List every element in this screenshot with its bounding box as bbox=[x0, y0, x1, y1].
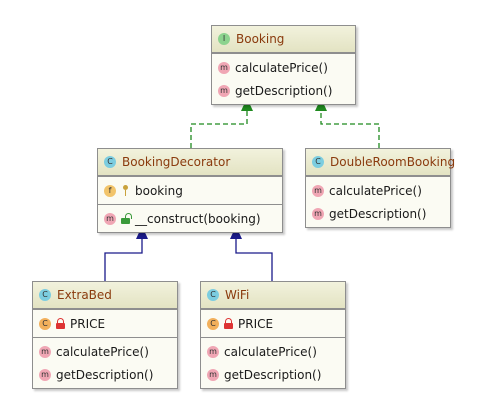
method-row[interactable]: m getDescription() bbox=[212, 79, 355, 102]
method-row[interactable]: m __construct(booking) bbox=[98, 207, 282, 230]
implements-edge-double-room bbox=[315, 98, 380, 148]
method-row[interactable]: m getDescription() bbox=[33, 363, 177, 386]
extends-edge-extrabed bbox=[104, 226, 148, 281]
class-double-room-booking[interactable]: C DoubleRoomBooking m calculatePrice() m… bbox=[305, 148, 455, 228]
constants-section: C PRICE bbox=[33, 309, 177, 337]
class-name: BookingDecorator bbox=[122, 155, 231, 169]
field-icon: f bbox=[104, 184, 116, 197]
method-icon: m bbox=[218, 61, 230, 74]
private-visibility-icon bbox=[56, 318, 65, 329]
method-label: getDescription() bbox=[235, 83, 333, 98]
field-label: booking bbox=[135, 183, 183, 198]
class-name: ExtraBed bbox=[57, 288, 112, 302]
protected-visibility-icon bbox=[121, 185, 130, 196]
constant-row[interactable]: C PRICE bbox=[201, 312, 345, 335]
method-label: calculatePrice() bbox=[329, 183, 422, 198]
method-icon: m bbox=[218, 84, 230, 97]
class-booking[interactable]: I Booking m calculatePrice() m getDescri… bbox=[211, 25, 356, 105]
method-label: getDescription() bbox=[56, 367, 154, 382]
public-visibility-icon bbox=[121, 213, 130, 224]
class-icon: C bbox=[312, 156, 324, 168]
method-label: __construct(booking) bbox=[135, 211, 261, 226]
method-row[interactable]: m calculatePrice() bbox=[201, 340, 345, 363]
class-wifi[interactable]: C WiFi C PRICE m calculatePrice() m getD… bbox=[200, 281, 346, 389]
class-header: C DoubleRoomBooking bbox=[306, 149, 455, 176]
constant-label: PRICE bbox=[70, 316, 106, 331]
class-header: C WiFi bbox=[201, 282, 345, 309]
methods-section: m calculatePrice() m getDescription() bbox=[212, 53, 355, 104]
methods-section: m calculatePrice() m getDescription() bbox=[33, 337, 177, 388]
abstract-class-icon: C bbox=[104, 156, 116, 168]
constant-icon: C bbox=[39, 317, 51, 330]
methods-section: m calculatePrice() m getDescription() bbox=[306, 176, 450, 227]
fields-section: f booking bbox=[98, 176, 282, 204]
method-icon: m bbox=[312, 184, 324, 197]
method-icon: m bbox=[312, 207, 324, 220]
implements-edge-decorator bbox=[190, 98, 253, 148]
method-label: getDescription() bbox=[224, 367, 322, 382]
method-label: calculatePrice() bbox=[56, 344, 149, 359]
method-row[interactable]: m calculatePrice() bbox=[306, 179, 450, 202]
methods-section: m __construct(booking) bbox=[98, 204, 282, 232]
extends-edge-wifi bbox=[230, 226, 273, 281]
method-row[interactable]: m calculatePrice() bbox=[212, 56, 355, 79]
method-label: getDescription() bbox=[329, 206, 427, 221]
method-row[interactable]: m getDescription() bbox=[201, 363, 345, 386]
class-name: Booking bbox=[236, 32, 285, 46]
interface-icon: I bbox=[218, 33, 230, 45]
method-icon: m bbox=[39, 345, 51, 358]
method-row[interactable]: m getDescription() bbox=[306, 202, 450, 225]
class-header: C BookingDecorator bbox=[98, 149, 282, 176]
method-row[interactable]: m calculatePrice() bbox=[33, 340, 177, 363]
method-label: calculatePrice() bbox=[235, 60, 328, 75]
field-row[interactable]: f booking bbox=[98, 179, 282, 202]
class-name: WiFi bbox=[225, 288, 250, 302]
private-visibility-icon bbox=[224, 318, 233, 329]
class-extra-bed[interactable]: C ExtraBed C PRICE m calculatePrice() m … bbox=[32, 281, 178, 389]
method-icon: m bbox=[39, 368, 51, 381]
method-icon: m bbox=[207, 345, 219, 358]
method-icon: m bbox=[207, 368, 219, 381]
method-icon: m bbox=[104, 212, 116, 225]
class-name: DoubleRoomBooking bbox=[330, 155, 456, 169]
constant-row[interactable]: C PRICE bbox=[33, 312, 177, 335]
constant-icon: C bbox=[207, 317, 219, 330]
class-icon: C bbox=[39, 289, 51, 301]
constant-label: PRICE bbox=[238, 316, 274, 331]
class-booking-decorator[interactable]: C BookingDecorator f booking m __constru… bbox=[97, 148, 283, 233]
class-header: C ExtraBed bbox=[33, 282, 177, 309]
class-header: I Booking bbox=[212, 26, 355, 53]
method-label: calculatePrice() bbox=[224, 344, 317, 359]
class-icon: C bbox=[207, 289, 219, 301]
constants-section: C PRICE bbox=[201, 309, 345, 337]
methods-section: m calculatePrice() m getDescription() bbox=[201, 337, 345, 388]
